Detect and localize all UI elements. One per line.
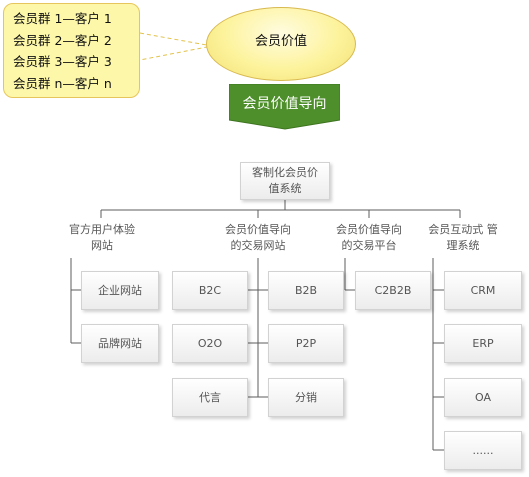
root-node: 客制化会员价值系统: [240, 162, 330, 200]
value-orientation-arrow: 会员价值导向: [229, 84, 340, 130]
item-label: B2C: [198, 283, 222, 297]
arrow-label: 会员价值导向: [242, 96, 327, 112]
category-line-2: 网站: [91, 239, 113, 252]
category-official-site: 官方用户体验网站: [57, 218, 147, 258]
category-line-1: 会员价值导向: [336, 223, 402, 236]
item-oa: OA: [444, 378, 522, 417]
item-o2o: O2O: [172, 324, 248, 363]
item-label: 代言: [199, 390, 221, 404]
callout-pointer: [139, 32, 213, 61]
item-distribution: 分销: [268, 378, 344, 417]
member-value-label: 会员价值: [254, 33, 307, 49]
item-p2p: P2P: [268, 324, 344, 363]
member-value-ellipse: 会员价值: [206, 7, 356, 81]
item-label: P2P: [295, 336, 317, 350]
category-line-1: 会员价值导向: [225, 223, 291, 236]
item-label: ......: [472, 443, 494, 457]
callout-line-3: 会员群 3—客户 3: [13, 54, 112, 69]
item-enterprise-site: 企业网站: [81, 271, 159, 310]
item-more: ......: [444, 431, 522, 470]
category-line-1: 会员互动式 管: [428, 223, 498, 236]
category-line-1: 官方用户体验: [69, 223, 135, 236]
item-label: 企业网站: [98, 283, 142, 297]
item-label: OA: [475, 390, 491, 404]
callout-line-1: 会员群 1—客户 1: [13, 11, 112, 26]
item-label: 分销: [295, 390, 317, 404]
item-label: ERP: [472, 336, 494, 350]
callout-line-4: 会员群 n—客户 n: [13, 75, 112, 91]
item-label: CRM: [470, 283, 496, 297]
down-arrow-shape: [229, 84, 340, 130]
item-b2b: B2B: [268, 271, 344, 310]
category-line-2: 的交易平台: [341, 239, 397, 252]
item-label: B2B: [294, 283, 318, 297]
category-management-system: 会员互动式 管理系统: [418, 218, 508, 258]
item-brand-site: 品牌网站: [81, 324, 159, 363]
category-line-2: 理系统: [446, 239, 480, 252]
root-line-2: 值系统: [268, 182, 302, 195]
category-trade-site: 会员价值导向的交易网站: [213, 218, 303, 258]
item-c2b2b: C2B2B: [355, 271, 431, 310]
item-crm: CRM: [444, 271, 522, 310]
item-endorsement: 代言: [172, 378, 248, 417]
category-trade-platform: 会员价值导向的交易平台: [324, 218, 414, 258]
callout-line-2: 会员群 2—客户 2: [13, 32, 112, 48]
root-line-1: 客制化会员价: [252, 166, 318, 179]
item-label: O2O: [197, 336, 223, 350]
item-erp: ERP: [444, 324, 522, 363]
member-groups-callout: 会员群 1—客户 1 会员群 2—客户 2 会员群 3—客户 3 会员群 n—客…: [3, 3, 140, 98]
category-line-2: 的交易网站: [230, 239, 286, 252]
item-label: 品牌网站: [98, 336, 142, 350]
item-b2c: B2C: [172, 271, 248, 310]
item-label: C2B2B: [374, 283, 412, 297]
